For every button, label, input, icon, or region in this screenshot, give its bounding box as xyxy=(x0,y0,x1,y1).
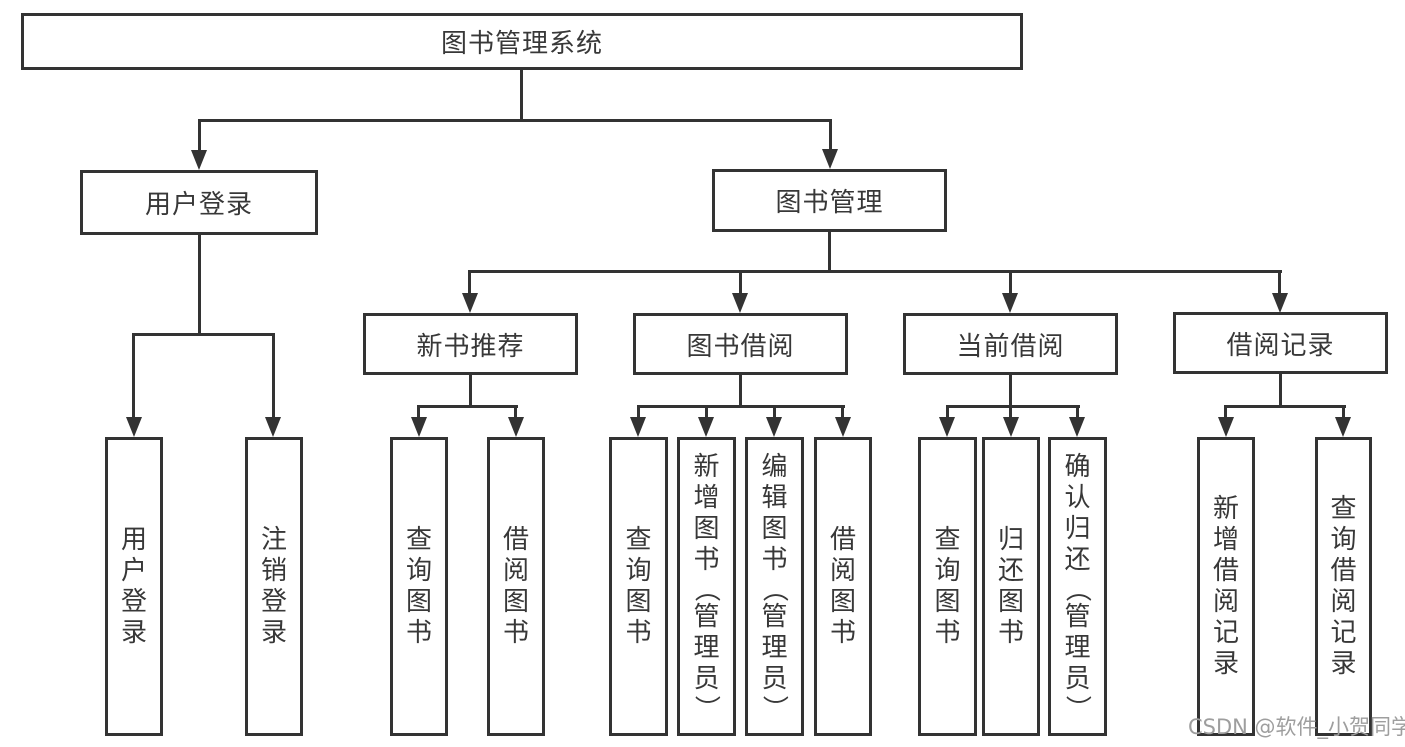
node-section-book-borrow: 图书借阅 xyxy=(633,313,848,375)
connector-vline xyxy=(946,405,949,419)
connector-vline xyxy=(829,119,832,153)
node-leaf-borrow-books: 借阅图书 xyxy=(814,437,872,736)
watermark: CSDN @软件_小贺同学 xyxy=(1188,715,1405,739)
connector-vline xyxy=(520,70,523,119)
node-leaf-query-books: 查询图书 xyxy=(918,437,977,736)
connector-vline xyxy=(1224,405,1227,419)
node-leaf-query-borrow-record: 查询借阅记录 xyxy=(1315,437,1372,736)
node-leaf-label: 注销登录 xyxy=(260,524,287,648)
connector-vline xyxy=(1009,375,1012,407)
node-leaf-label: 确认归还（管理员） xyxy=(1062,452,1093,722)
connector-vline xyxy=(739,270,742,296)
node-leaf-query-books: 查询图书 xyxy=(609,437,668,736)
node-leaf-add-books-admin: 新增图书（管理员） xyxy=(677,437,736,736)
node-section-label: 图书借阅 xyxy=(686,331,795,362)
node-leaf-label: 查询图书 xyxy=(625,524,652,648)
node-section-label: 新书推荐 xyxy=(416,331,525,362)
connector-vline xyxy=(417,405,420,419)
arrowhead-down xyxy=(939,417,955,437)
node-section-current-borrow: 当前借阅 xyxy=(903,313,1118,375)
arrowhead-down xyxy=(835,417,851,437)
arrowhead-down xyxy=(1335,417,1351,437)
node-leaf-logout: 注销登录 xyxy=(245,437,303,736)
connector-vline xyxy=(841,405,844,419)
connector-hline xyxy=(637,405,845,408)
connector-vline xyxy=(198,235,201,333)
arrowhead-down xyxy=(191,150,207,170)
connector-vline xyxy=(739,375,742,407)
connector-vline xyxy=(1278,270,1281,296)
arrowhead-down xyxy=(1272,293,1288,313)
connector-vline xyxy=(469,375,472,407)
node-leaf-label: 编辑图书（管理员） xyxy=(759,452,790,722)
node-section-label: 当前借阅 xyxy=(956,331,1065,362)
connector-vline xyxy=(468,270,471,296)
node-user-login: 用户登录 xyxy=(80,170,318,235)
node-leaf-return-books: 归还图书 xyxy=(982,437,1040,736)
connector-vline xyxy=(773,405,776,419)
arrowhead-down xyxy=(1002,293,1018,313)
arrowhead-down xyxy=(766,417,782,437)
node-leaf-label: 归还图书 xyxy=(997,524,1024,648)
arrowhead-down xyxy=(126,417,142,437)
connector-hline xyxy=(946,405,1080,408)
connector-vline xyxy=(272,333,275,419)
node-leaf-label: 查询图书 xyxy=(934,524,961,648)
connector-vline xyxy=(1342,405,1345,419)
node-leaf-user-login: 用户登录 xyxy=(105,437,163,736)
connector-vline xyxy=(1279,374,1282,407)
node-leaf-label: 查询图书 xyxy=(405,524,432,648)
connector-vline xyxy=(132,333,135,419)
node-user-login-label: 用户登录 xyxy=(144,190,253,220)
arrowhead-down xyxy=(822,149,838,169)
node-leaf-edit-books-admin: 编辑图书（管理员） xyxy=(745,437,804,736)
node-leaf-label: 新增借阅记录 xyxy=(1212,493,1239,679)
arrowhead-down xyxy=(732,293,748,313)
arrowhead-down xyxy=(630,417,646,437)
arrowhead-down xyxy=(411,417,427,437)
connector-hline xyxy=(1224,405,1346,408)
node-leaf-label: 借阅图书 xyxy=(829,524,856,648)
node-leaf-confirm-return-admin: 确认归还（管理员） xyxy=(1048,437,1107,736)
node-leaf-label: 用户登录 xyxy=(120,524,147,648)
arrowhead-down xyxy=(508,417,524,437)
node-section-new-books: 新书推荐 xyxy=(363,313,578,375)
connector-vline xyxy=(198,119,201,153)
node-root: 图书管理系统 xyxy=(21,13,1023,70)
node-leaf-query-books: 查询图书 xyxy=(390,437,448,736)
node-leaf-label: 借阅图书 xyxy=(502,524,529,648)
node-book-management: 图书管理 xyxy=(712,169,947,232)
connector-vline xyxy=(1076,405,1079,419)
arrowhead-down xyxy=(698,417,714,437)
node-leaf-add-borrow-record: 新增借阅记录 xyxy=(1197,437,1255,736)
connector-vline xyxy=(514,405,517,419)
connector-hline xyxy=(417,405,518,408)
connector-hline xyxy=(132,333,275,336)
node-leaf-label: 查询借阅记录 xyxy=(1330,493,1357,679)
node-book-management-label: 图书管理 xyxy=(775,188,884,218)
arrowhead-down xyxy=(1218,417,1234,437)
node-section-borrow-records: 借阅记录 xyxy=(1173,312,1388,374)
connector-hline xyxy=(468,270,1282,273)
node-section-label: 借阅记录 xyxy=(1226,330,1335,361)
arrowhead-down xyxy=(1069,417,1085,437)
arrowhead-down xyxy=(462,293,478,313)
connector-vline xyxy=(1009,405,1012,419)
arrowhead-down xyxy=(1003,417,1019,437)
connector-vline xyxy=(705,405,708,419)
connector-vline xyxy=(828,232,831,273)
connector-vline xyxy=(1009,270,1012,296)
connector-hline xyxy=(198,119,832,122)
connector-vline xyxy=(637,405,640,419)
node-root-label: 图书管理系统 xyxy=(440,29,603,59)
node-leaf-borrow-books: 借阅图书 xyxy=(487,437,545,736)
arrowhead-down xyxy=(265,417,281,437)
node-leaf-label: 新增图书（管理员） xyxy=(691,452,722,722)
